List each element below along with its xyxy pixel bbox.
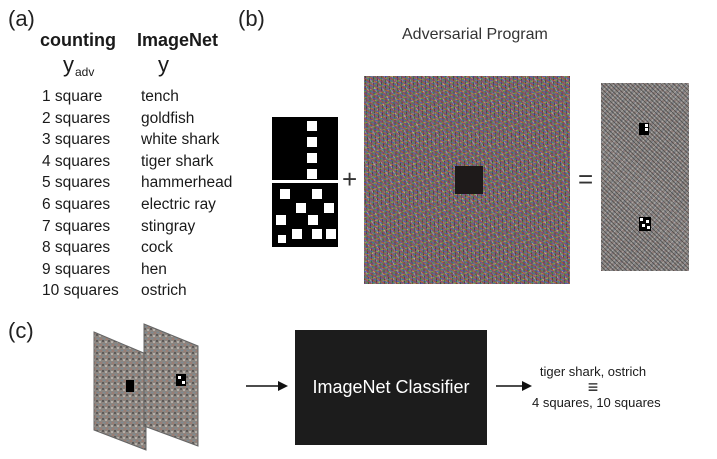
equivalence-symbol: ≡ <box>587 377 599 397</box>
imagenet-item: white shark <box>141 131 220 149</box>
imagenet-labels-list: tench goldfish white shark tiger shark h… <box>141 86 232 302</box>
output-imagenet-labels: tiger shark, ostrich <box>539 364 647 379</box>
grid-square <box>278 235 286 243</box>
count-item: 8 squares <box>42 239 111 257</box>
grid-square <box>307 137 317 147</box>
grid-square <box>324 203 334 213</box>
grid-square <box>647 226 650 229</box>
embedded-grid-bottom <box>639 217 651 231</box>
count-item: 1 square <box>42 88 103 105</box>
imagenet-item: ostrich <box>141 282 187 300</box>
grid-square <box>642 224 645 227</box>
imagenet-classifier-box: ImageNet Classifier <box>295 330 487 445</box>
arrow-to-output-icon <box>496 381 532 391</box>
count-item: 3 squares <box>42 131 111 149</box>
counting-input-images <box>272 117 338 247</box>
adversarial-program-image <box>364 76 570 284</box>
y-adv-subscript: adv <box>75 65 95 79</box>
output-labels: tiger shark, ostrich ≡ 4 squares, 10 squ… <box>532 364 661 410</box>
count-item: 10 squares <box>42 282 119 300</box>
grid-square <box>276 215 286 225</box>
count-item: 9 squares <box>42 260 111 278</box>
grid-square <box>645 128 648 131</box>
imagenet-item: electric ray <box>141 195 216 213</box>
count-item: 5 squares <box>42 174 111 192</box>
counting-labels-list: 1 square 2 squares 3 squares 4 squares 5… <box>42 86 119 302</box>
imagenet-item: cock <box>141 239 173 257</box>
imagenet-item: hen <box>141 260 167 278</box>
arrow-to-classifier-icon <box>246 381 288 391</box>
count-item: 7 squares <box>42 217 111 235</box>
imagenet-item: goldfish <box>141 109 195 127</box>
grid-square <box>182 381 185 384</box>
program-center-hole <box>455 166 483 194</box>
adversarial-result-images <box>601 83 689 271</box>
y-adv-letter: y <box>63 52 74 77</box>
adversarial-image-front <box>143 323 199 447</box>
stacked-adversarial-images <box>93 323 199 451</box>
imagenet-item: stingray <box>141 217 196 235</box>
embedded-grid-top <box>639 123 649 135</box>
imagenet-item: tench <box>141 88 179 105</box>
imagenet-column-header: ImageNet <box>137 30 219 50</box>
image-separator <box>272 180 338 183</box>
grid-square <box>307 153 317 163</box>
count-item: 4 squares <box>42 152 111 170</box>
panel-label-b: (b) <box>238 6 265 31</box>
y-adv-symbol: yadv <box>63 52 94 79</box>
equals-symbol: = <box>578 164 594 194</box>
grid-square <box>326 229 336 239</box>
counting-column-header: counting <box>40 30 116 50</box>
grid-square <box>178 376 181 379</box>
grid-square <box>292 229 302 239</box>
grid-square <box>312 229 322 239</box>
grid-square <box>645 124 648 127</box>
adversarial-image-back <box>93 331 147 451</box>
panel-label-c: (c) <box>8 318 34 343</box>
embedded-grid <box>126 380 134 392</box>
imagenet-item: hammerhead <box>141 174 233 192</box>
grid-square <box>646 220 649 223</box>
imagenet-item: tiger shark <box>141 152 214 170</box>
grid-square <box>640 218 643 221</box>
embedded-grid <box>176 374 186 386</box>
grid-square <box>296 203 306 213</box>
classifier-label: ImageNet Classifier <box>312 377 470 397</box>
count-item: 6 squares <box>42 195 111 213</box>
adversarial-program-title: Adversarial Program <box>402 26 548 43</box>
panel-label-a: (a) <box>8 6 35 31</box>
grid-square <box>308 215 318 225</box>
plus-symbol: + <box>342 164 358 194</box>
grid-square <box>307 121 317 131</box>
grid-square <box>312 189 322 199</box>
grid-square <box>307 169 317 179</box>
output-counting-labels: 4 squares, 10 squares <box>532 395 661 410</box>
count-item: 2 squares <box>42 109 111 127</box>
grid-square <box>280 189 290 199</box>
y-symbol: y <box>158 52 169 77</box>
